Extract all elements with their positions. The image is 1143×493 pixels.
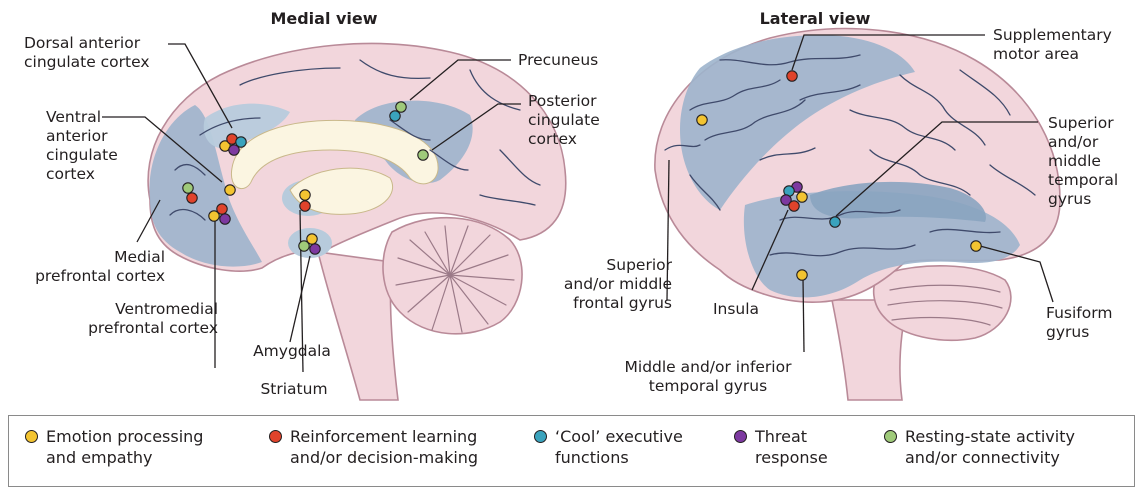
legend-dot-threat — [734, 430, 747, 443]
marker-amygdala-threat — [310, 244, 320, 254]
medial-view: Medial view — [148, 9, 566, 400]
marker-ventral-acc-emotion — [225, 185, 235, 195]
marker-smtg-cool — [830, 217, 840, 227]
lateral-view-title: Lateral view — [760, 9, 871, 28]
brain-figure: Medial view — [0, 0, 1143, 410]
marker-smfg-emotion — [697, 115, 707, 125]
legend-dot-resting — [884, 430, 897, 443]
legend-item-threat: Threat response — [734, 426, 828, 468]
legend-label-threat: Threat response — [755, 426, 828, 468]
legend-item-reinforcement: Reinforcement learning and/or decision-m… — [269, 426, 478, 468]
marker-vmpfc-emotion — [209, 211, 219, 221]
marker-amygdala-resting — [299, 241, 309, 251]
legend-dot-emotion — [25, 430, 38, 443]
marker-vmpfc-threat — [220, 214, 230, 224]
legend-label-emotion: Emotion processing and empathy — [46, 426, 203, 468]
marker-striatum-reinforcement — [300, 201, 310, 211]
legend: Emotion processing and empathy Reinforce… — [8, 415, 1135, 487]
lateral-view: Lateral view — [655, 9, 1060, 400]
marker-sma-reinforcement — [787, 71, 797, 81]
marker-mpfc-reinforcement — [187, 193, 197, 203]
label-precuneus: Precuneus — [518, 51, 598, 69]
legend-item-cool: ‘Cool’ executive functions — [534, 426, 683, 468]
marker-striatum-emotion — [300, 190, 310, 200]
legend-dot-cool — [534, 430, 547, 443]
marker-insula-reinforcement — [789, 201, 799, 211]
legend-label-resting: Resting-state activity and/or connectivi… — [905, 426, 1075, 468]
marker-precuneus-cool — [390, 111, 400, 121]
label-insula: Insula — [713, 300, 759, 318]
marker-mitg-emotion — [797, 270, 807, 280]
marker-mpfc-resting — [183, 183, 193, 193]
legend-item-emotion: Emotion processing and empathy — [25, 426, 203, 468]
marker-dorsal-acc-threat — [229, 145, 239, 155]
marker-precuneus-resting — [396, 102, 406, 112]
leader-amygdala — [290, 256, 310, 342]
legend-label-cool: ‘Cool’ executive functions — [555, 426, 683, 468]
marker-fusiform-emotion — [971, 241, 981, 251]
marker-insula-emotion — [797, 192, 807, 202]
label-amygdala: Amygdala — [253, 342, 331, 360]
legend-item-resting: Resting-state activity and/or connectivi… — [884, 426, 1075, 468]
legend-label-reinforcement: Reinforcement learning and/or decision-m… — [290, 426, 478, 468]
label-striatum: Striatum — [260, 380, 327, 398]
medial-view-title: Medial view — [270, 9, 377, 28]
legend-dot-reinforcement — [269, 430, 282, 443]
marker-pcc-resting — [418, 150, 428, 160]
